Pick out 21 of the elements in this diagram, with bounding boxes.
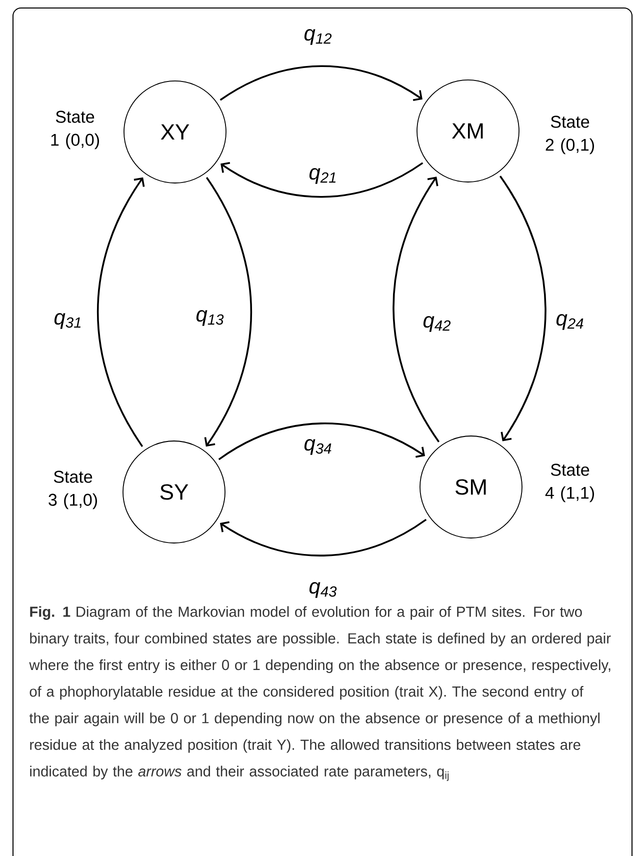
rate-label: q$_{12}$: [304, 29, 332, 45]
arrow: [392, 176, 440, 442]
rate-label: q$_{31}$: [54, 313, 81, 329]
rate-label: q$_{34}$: [304, 439, 332, 455]
arrow: [220, 65, 422, 101]
arrow: [499, 176, 546, 442]
rate-label: q$_{21}$: [309, 168, 336, 184]
arrow: [96, 177, 145, 447]
state-label: State 3 (1,0): [48, 470, 97, 510]
state-label: State 4 (1,1): [545, 464, 594, 502]
arrow: [204, 177, 252, 447]
arrow: [220, 162, 424, 198]
state-label: State 1 (0,0): [51, 110, 99, 150]
rate-label: q$_{43}$: [309, 582, 337, 598]
state-label: State 2 (0,1): [546, 116, 594, 154]
rate-label: q$_{42}$: [423, 316, 451, 332]
rate-label: q$_{13}$: [196, 310, 224, 326]
arrow: [218, 422, 426, 460]
rate-label: q$_{24}$: [556, 314, 584, 330]
arrow: [220, 518, 427, 556]
caption: Fig. 1 Diagram of the Markovian model of evolution for a pair of PTM sites. For two binary traits, four combined states are possible. Each state is defined by an ordered pair where the first entry is either 0 or 1 depending on the absence or presence, respectively, of a phophorylatable residue at the considered position (trait X). The second entry of the pair again will be 0 or 1 depending now on the absence or presence of a methionyl residue at the analyzed position (trait Y). The allowed transitions between states are indicated by the arrows and their associated rate parameters, q$_{ij}$: [29, 606, 611, 781]
